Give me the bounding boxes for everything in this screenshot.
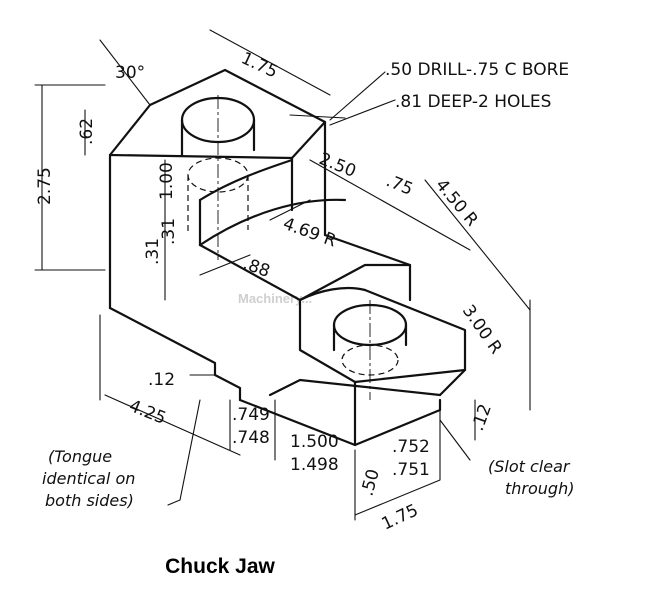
dim-175-bottom-label: 1.75 [379,500,422,534]
bottom-edge [238,398,442,447]
arc-face-bottom [198,198,347,247]
dim-12-left-label: .12 [148,370,175,390]
dim-275-label: 2.75 [35,167,55,205]
top-face-upper [108,68,327,160]
dim-469R-label: 4.69 R [280,214,339,252]
slot-top [268,378,442,397]
dim-749-label: .749 [232,405,270,425]
upper-hole-hidden-sides [187,175,249,235]
arc-face-top [198,158,294,202]
dim-1498-label: 1.498 [290,455,339,475]
dim-175-top-label: 1.75 [238,48,281,82]
drill-note-line1: .50 DRILL-.75 C BORE [385,60,569,80]
dim-12-right-label: .12 [468,401,496,433]
dim-62-label: .62 [77,118,97,145]
watermark-text: Machinery... [238,291,312,306]
dim-425-line [99,314,241,456]
dim-450R-label: 4.50 R [431,175,482,230]
drill-note-line2: .81 DEEP-2 HOLES [395,92,551,112]
lower-block-top [353,288,467,384]
slot-leader [439,419,471,461]
dim-1500-label: 1.500 [290,432,339,452]
slot-note-1: (Slot clear [488,457,571,476]
tongue-note-1: (Tongue [48,447,112,466]
dim-275-line [34,84,106,271]
middle-step [198,243,412,302]
dimension-lines [34,29,531,521]
dim-30-label: 30° [115,63,145,83]
dim-interior-lines [199,199,311,276]
dim-749-line [229,399,276,461]
tongue-note-3: both sides) [45,491,134,510]
figure-caption: Chuck Jaw [165,555,275,578]
notes: .50 DRILL-.75 C BORE .81 DEEP-2 HOLES (T… [42,60,574,510]
dim-50-label: .50 [358,467,384,498]
dim-100-label: 1.00 [157,162,177,200]
dim-radial-lines [289,114,531,311]
dim-425-label: 4.25 [126,396,169,429]
tongue-note-2: identical on [42,469,135,488]
front-lower-left [298,298,357,447]
note-leaders [329,71,396,126]
dim-752-label: .752 [392,437,430,457]
jaw-body [108,68,467,447]
dim-31a-label: .31 [143,238,163,265]
upper-hole-sides [180,118,256,157]
dim-250-label: 2.50 [316,149,359,182]
dim-751-label: .751 [392,460,430,480]
lower-arc-top [298,286,367,302]
counterbore-holes [180,95,408,400]
dim-88-label: .88 [240,254,272,282]
tongue-leader [167,399,201,506]
dim-top-lines [99,29,331,106]
dim-175-bottom-line [354,409,441,521]
slot-note-2: through) [505,479,574,498]
dim-748-label: .748 [232,428,270,448]
lower-hole-sides [332,323,408,352]
middle-step-back [323,233,412,267]
dim-75-label: .75 [383,171,416,200]
hole-centerlines [217,95,371,400]
slot-right [438,368,467,397]
dim-31b-label: .31 [159,218,179,245]
